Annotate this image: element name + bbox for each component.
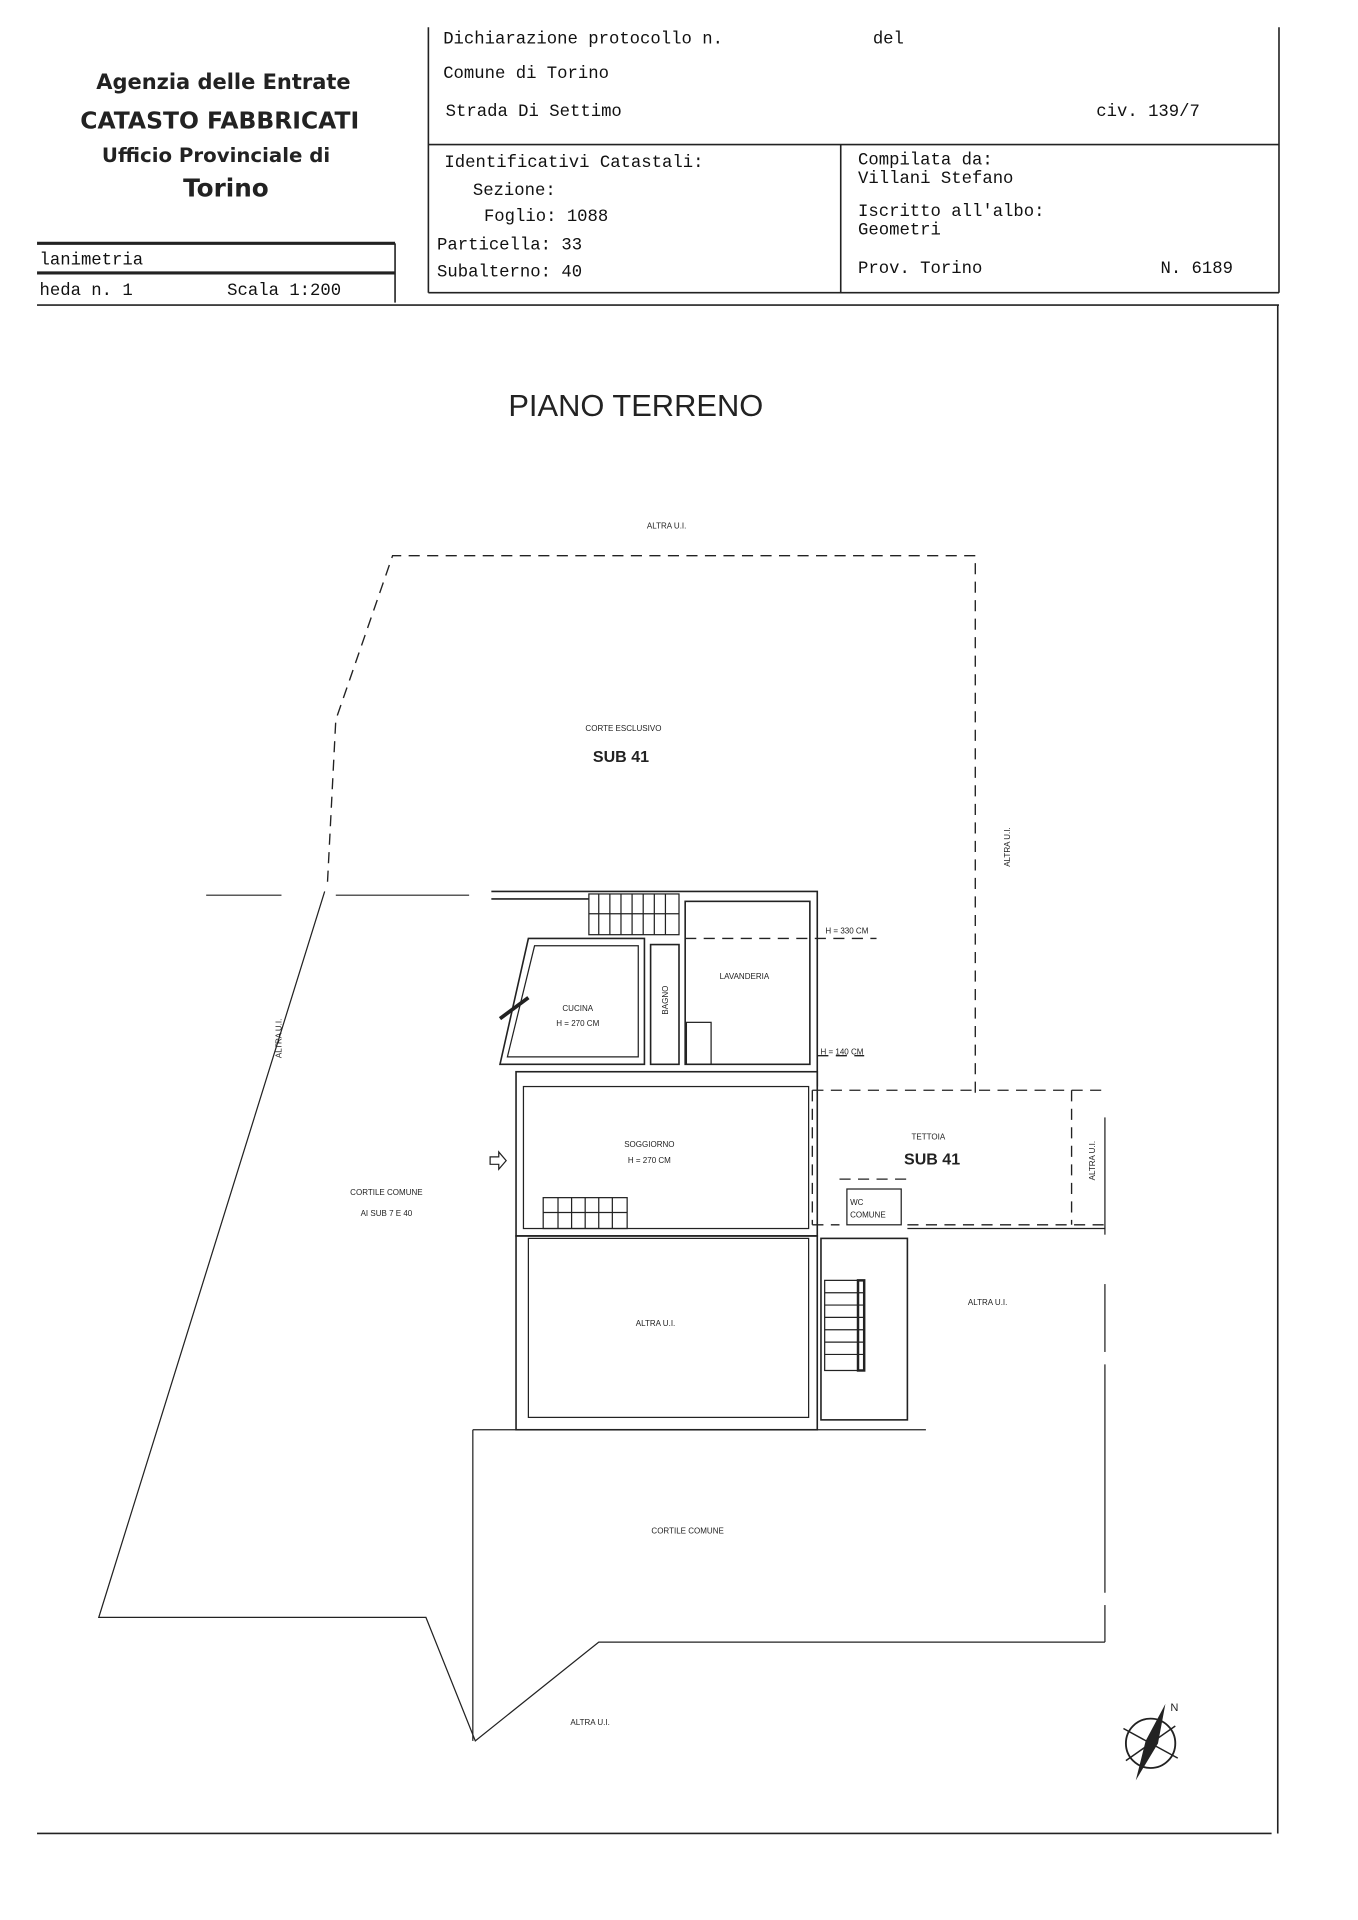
label-cucina-height: H = 270 CM <box>556 1019 599 1028</box>
civic-number: civ. 139/7 <box>1096 103 1200 122</box>
foglio: Foglio: 1088 <box>484 208 608 227</box>
label-sub41-corte: SUB 41 <box>593 748 649 766</box>
label-soggiorno: SOGGIORNO <box>624 1140 674 1149</box>
site-boundaries <box>97 555 1106 1742</box>
compiler-name: Villani Stefano <box>858 170 1013 189</box>
drawing-frame <box>37 304 1279 1835</box>
subalterno: Subalterno: 40 <box>437 264 582 283</box>
label-cortile-comune-south: CORTILE COMUNE <box>651 1526 723 1535</box>
sezione: Sezione: <box>473 182 556 201</box>
label-tettoia: TETTOIA <box>912 1133 946 1142</box>
laundry-room <box>684 900 811 1066</box>
label-altra-east: ALTRA U.I. <box>968 1298 1008 1307</box>
entrance-arrow-icon <box>489 1150 507 1171</box>
other-unit-room <box>527 1237 810 1419</box>
label-cucina: CUCINA <box>562 1004 593 1013</box>
stair-living <box>542 1197 628 1230</box>
street: Strada Di Settimo <box>446 103 622 122</box>
date-label: del <box>873 30 904 49</box>
office-city: Torino <box>183 173 269 202</box>
protocol-label: Dichiarazione protocollo n. <box>443 30 723 49</box>
label-h140: H = 140 CM <box>820 1047 863 1056</box>
comune: Comune di Torino <box>443 65 609 84</box>
label-h330: H = 330 CM <box>825 926 868 935</box>
bathroom-room <box>649 943 680 1066</box>
registration-number: N. 6189 <box>1160 260 1233 279</box>
agency-name: Agenzia delle Entrate <box>96 70 350 94</box>
albo: Geometri <box>858 222 941 241</box>
particella: Particella: 33 <box>437 237 582 256</box>
declaration-box: Dichiarazione protocollo n. del Comune d… <box>427 27 1280 294</box>
scale-label: Scala 1:200 <box>227 282 341 301</box>
compiler-label: Compilata da: <box>858 151 993 170</box>
label-altra-right-vertical: ALTRA U.I. <box>1003 827 1012 867</box>
document-type: lanimetria <box>40 251 144 270</box>
label-bagno: BAGNO <box>661 986 670 1015</box>
wc-room <box>846 1188 902 1226</box>
stairwell <box>820 1237 909 1421</box>
office-label: Ufficio Provinciale di <box>102 144 330 167</box>
living-room <box>522 1085 810 1230</box>
label-altra-bottom: ALTRA U.I. <box>570 1718 610 1727</box>
label-wc-comune: COMUNE <box>850 1210 886 1219</box>
label-wc: WC <box>850 1198 864 1207</box>
identifiers-title: Identificativi Catastali: <box>444 154 703 173</box>
province: Prov. Torino <box>858 260 982 279</box>
label-corte: CORTE ESCLUSIVO <box>585 724 661 733</box>
label-lavanderia: LAVANDERIA <box>720 972 770 981</box>
label-cortile-comune: CORTILE COMUNE <box>350 1188 422 1197</box>
label-altra-left-vertical: ALTRA U.I. <box>274 1019 283 1059</box>
label-sub41-tettoia: SUB 41 <box>904 1150 960 1168</box>
plan-title: PIANO TERRENO <box>508 388 763 423</box>
albo-label: Iscritto all'albo: <box>858 203 1044 222</box>
label-altra-top: ALTRA U.I. <box>647 522 687 531</box>
label-altra-tettoia-vertical: ALTRA U.I. <box>1088 1141 1097 1181</box>
sheet-info-box: lanimetria heda n. 1 Scala 1:200 <box>37 241 396 303</box>
kitchen-room <box>498 937 646 1066</box>
label-cortile-sub: AI SUB 7 E 40 <box>361 1209 413 1218</box>
label-soggiorno-height: H = 270 CM <box>628 1156 671 1165</box>
north-arrow-icon: N <box>1123 1702 1178 1781</box>
plan-labels: ALTRA U.I. CORTE ESCLUSIVO SUB 41 ALTRA … <box>274 522 1097 1727</box>
north-label: N <box>1170 1702 1178 1714</box>
registry-title: CATASTO FABBRICATI <box>80 107 359 135</box>
sheet-number: heda n. 1 <box>40 282 133 301</box>
canopy-outline <box>811 1089 1105 1226</box>
building-walls <box>489 890 1105 1431</box>
label-altra-center: ALTRA U.I. <box>636 1319 676 1328</box>
